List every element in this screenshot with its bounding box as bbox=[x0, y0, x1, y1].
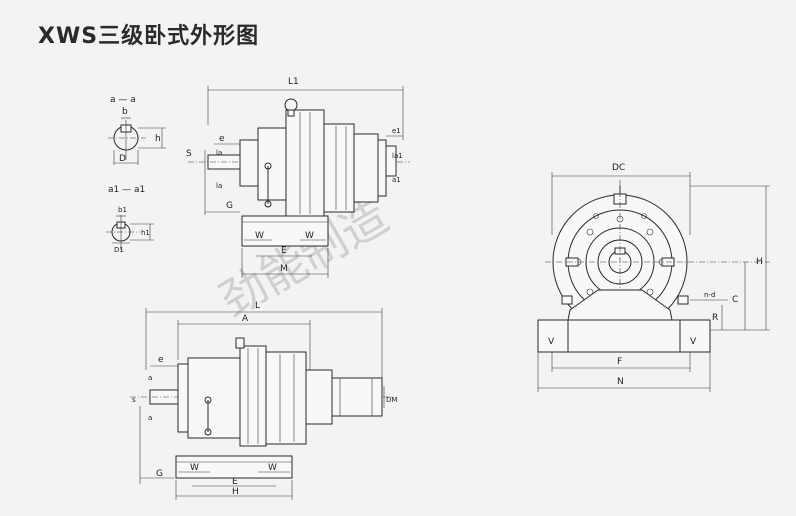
dim-V-right: V bbox=[690, 337, 697, 347]
section-a-label: a — a bbox=[110, 95, 136, 105]
dim-D1: D1 bbox=[114, 246, 124, 254]
page-title: XWS三级卧式外形图 bbox=[38, 24, 260, 49]
dim-N: N bbox=[617, 377, 624, 387]
dim-DC: DC bbox=[612, 163, 625, 173]
dim-h: h bbox=[155, 134, 161, 144]
section-a1-detail: a1 — a1 h1 b1 D1 bbox=[106, 185, 154, 254]
dim-a1-top: a1 bbox=[392, 176, 401, 184]
dim-e: e bbox=[219, 134, 225, 144]
dim-DM: DM bbox=[386, 396, 397, 404]
dim-M-top: M bbox=[280, 264, 288, 274]
dim-s: s bbox=[132, 396, 136, 404]
dim-D: D bbox=[119, 154, 126, 164]
bottom-side-view: L A e a a s DM bbox=[130, 301, 397, 500]
dim-C: C bbox=[732, 295, 738, 305]
dim-la-bottom: la bbox=[216, 182, 222, 190]
dim-H-bottom: H bbox=[232, 487, 239, 497]
dim-G-top: G bbox=[226, 201, 233, 211]
dim-W-bottom-right: W bbox=[268, 463, 277, 473]
dim-V-left: V bbox=[548, 337, 555, 347]
dim-E-bottom: E bbox=[232, 477, 238, 487]
section-a1-label: a1 — a1 bbox=[108, 185, 145, 195]
dim-b1: b1 bbox=[118, 206, 127, 214]
dim-e-bottom: e bbox=[158, 355, 164, 365]
dim-R: R bbox=[712, 313, 718, 323]
dim-S: S bbox=[186, 149, 192, 159]
top-side-view: L1 S e la la e1 la1 a1 bbox=[186, 77, 410, 278]
dim-W-top-left: W bbox=[255, 231, 264, 241]
dim-G-bottom: G bbox=[156, 469, 163, 479]
dim-W-bottom-left: W bbox=[190, 463, 199, 473]
dim-L1: L1 bbox=[288, 77, 299, 87]
dim-a-upper: a bbox=[148, 374, 152, 382]
dim-E-top: E bbox=[281, 246, 287, 256]
dim-W-top-right: W bbox=[305, 231, 314, 241]
dim-A: A bbox=[242, 314, 249, 324]
dim-H-front: H bbox=[756, 257, 763, 267]
dim-n-d: n-d bbox=[704, 291, 715, 299]
dim-la1: la1 bbox=[392, 152, 403, 160]
dim-la-top: la bbox=[216, 149, 222, 157]
dim-e1: e1 bbox=[392, 127, 401, 135]
dim-b: b bbox=[122, 107, 128, 117]
section-a-detail: a — a h b D bbox=[108, 95, 166, 165]
dim-F: F bbox=[617, 357, 622, 367]
dim-h1: h1 bbox=[141, 229, 150, 237]
dim-L: L bbox=[255, 301, 260, 311]
front-view: DC V V bbox=[537, 163, 770, 392]
dim-a-lower: a bbox=[148, 414, 152, 422]
